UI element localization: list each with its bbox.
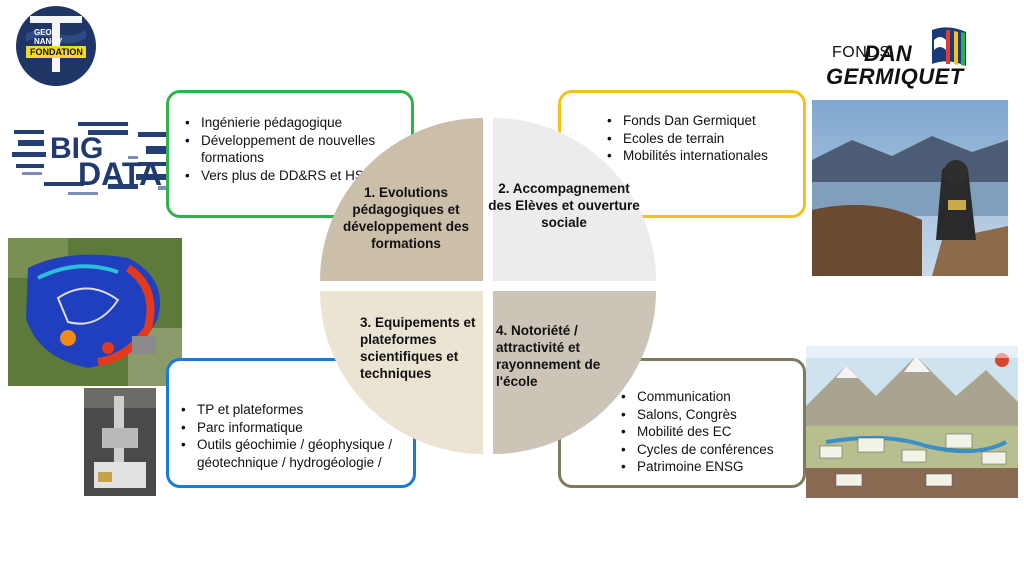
big-word: BIG: [50, 132, 104, 165]
list-item: Outils géochimie / géophysique / géotech…: [177, 436, 407, 471]
aerial-heatmap-image: [8, 238, 182, 386]
equipment-box: TP et plateformes Parc informatique Outi…: [166, 358, 416, 488]
quadrant-2-label: 2. Accompagnement des Elèves et ouvertur…: [488, 181, 640, 230]
list-item: Ingénierie pédagogique: [181, 114, 403, 132]
quadrant-3-shape: [320, 291, 483, 454]
list-item: Parc informatique: [177, 419, 407, 437]
list-item: Communication: [617, 388, 795, 406]
geol-nancy-fondation-logo: GEOL NANCY FONDATION: [12, 4, 100, 88]
dan-text: DAN: [864, 41, 912, 66]
flag-emblem-icon: [932, 27, 966, 66]
germiquet-text: GERMIQUET: [826, 64, 964, 89]
list-item: Fonds Dan Germiquet: [603, 112, 795, 130]
quadrant-3-label: 3. Equipements et plateformes scientifiq…: [360, 315, 476, 381]
list-item: Vers plus de DD&RS et HSE: [181, 167, 403, 185]
fonds-dan-germiquet-logo: FONDS DAN GERMIQUET: [826, 24, 972, 90]
quadrant-1-label: 1. Evolutions pédagogiques et développem…: [342, 185, 470, 251]
fondation-text: FONDATION: [30, 47, 83, 57]
quadrant-circle: [320, 118, 656, 454]
quadrant-4-label: 4. Notoriété / attractivité et rayonneme…: [496, 323, 601, 389]
fonds-text: FONDS: [832, 44, 891, 61]
student-support-box: Fonds Dan Germiquet Ecoles de terrain Mo…: [558, 90, 806, 218]
hiker-lake-photo: [812, 100, 1008, 276]
list-item: Ecoles de terrain: [603, 130, 795, 148]
geol-text: GEOL: [34, 28, 57, 37]
lab-equipment-image: [84, 388, 156, 496]
nancy-text: NANCY: [34, 37, 63, 46]
list-item: Salons, Congrès: [617, 406, 795, 424]
list-item: Cycles de conférences: [617, 441, 795, 459]
big-data-wordcloud-image: BIG DATA: [8, 112, 192, 202]
list-item: Mobilités internationales: [603, 147, 795, 165]
quadrant-2-shape: [493, 118, 656, 281]
list-item: Patrimoine ENSG: [617, 458, 795, 476]
geoscience-poster-image: [806, 346, 1018, 498]
list-item: TP et plateformes: [177, 401, 407, 419]
list-item: Mobilité des EC: [617, 423, 795, 441]
data-word: DATA: [78, 156, 163, 192]
quadrant-4-shape: [493, 291, 656, 454]
quadrant-1-shape: [320, 118, 483, 281]
list-item: Développement de nouvelles formations: [181, 132, 403, 167]
